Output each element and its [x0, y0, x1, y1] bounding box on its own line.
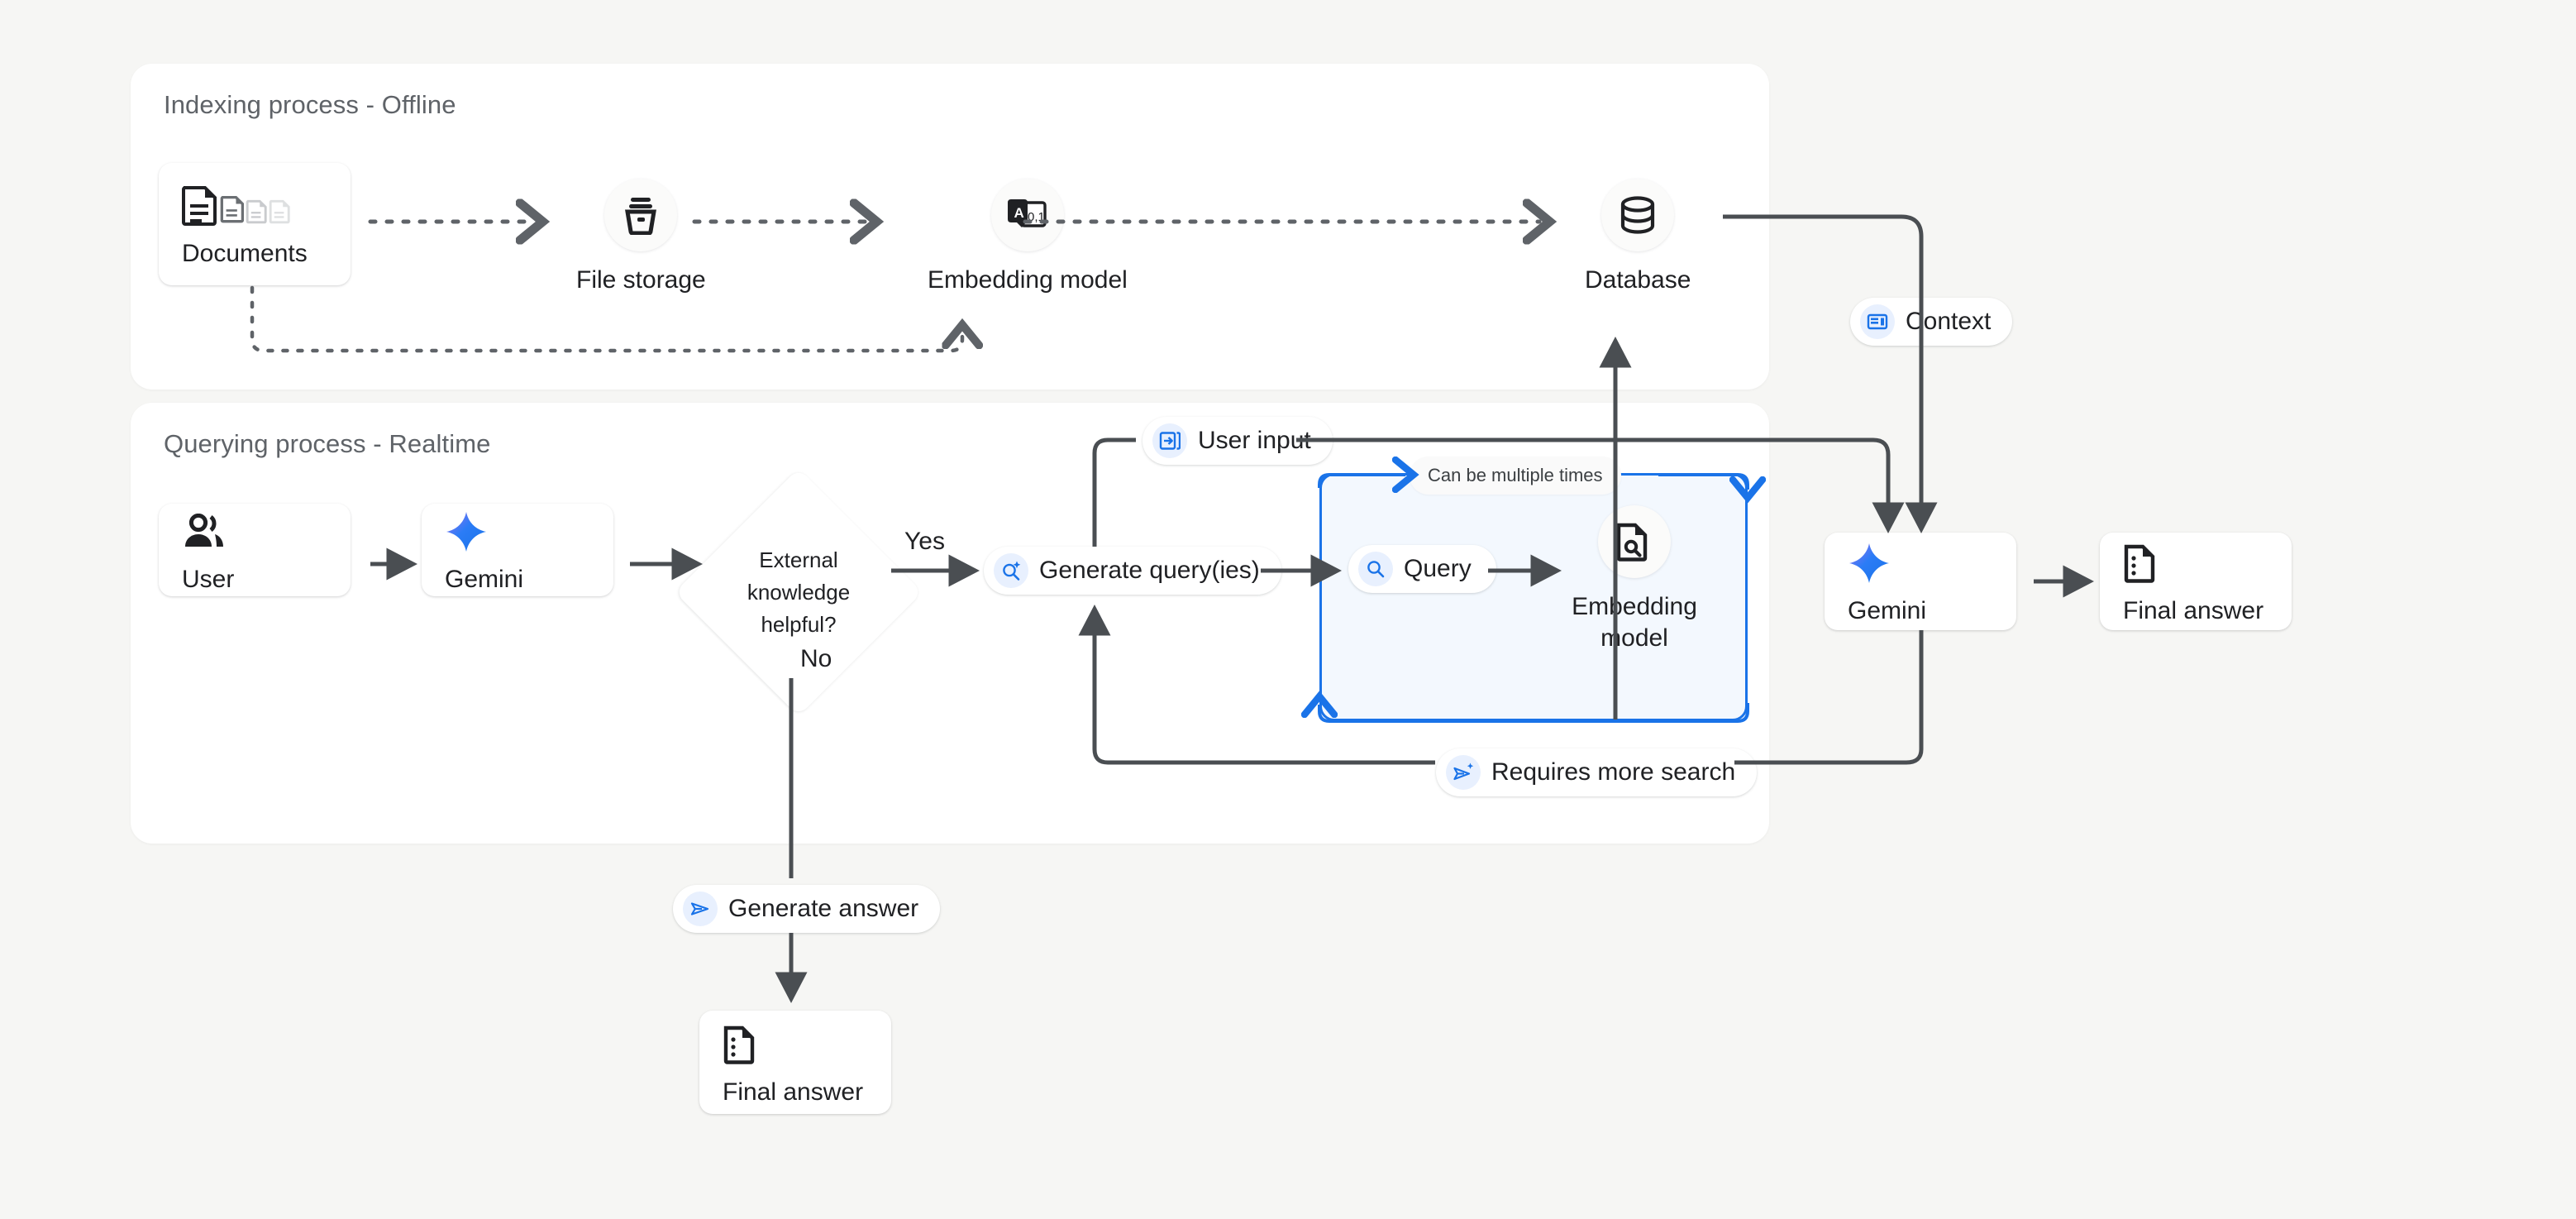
card-user[interactable]: User — [159, 504, 351, 596]
card-documents[interactable]: Documents — [159, 163, 351, 285]
node-embedding-model-indexing-label: Embedding model — [928, 266, 1128, 294]
card-gemini-right[interactable]: Gemini — [1825, 533, 2016, 630]
input-arrow-icon — [1152, 423, 1187, 458]
search-icon — [1358, 552, 1393, 586]
edge-label-yes: Yes — [904, 528, 945, 555]
node-file-storage[interactable]: File storage — [576, 179, 706, 296]
chip-generate-queries-label: Generate query(ies) — [1039, 557, 1260, 584]
card-final-answer-bottom[interactable]: Final answer — [699, 1011, 891, 1114]
final-answer-icon — [723, 1019, 891, 1070]
send-icon — [683, 892, 718, 926]
chip-generate-answer[interactable]: Generate answer — [673, 885, 941, 933]
decision-external-knowledge[interactable]: External knowledge helpful? — [675, 468, 923, 716]
note-loop-multiple-times-label: Can be multiple times — [1428, 465, 1603, 485]
node-embedding-model-query-label: Embedding model — [1572, 593, 1697, 652]
node-database[interactable]: Database — [1585, 179, 1691, 296]
chip-context-label: Context — [1906, 308, 1992, 335]
node-embedding-model-query[interactable]: Embedding model — [1568, 505, 1701, 653]
documents-icon — [182, 180, 351, 232]
card-final-answer-bottom-label: Final answer — [723, 1078, 864, 1106]
user-group-icon — [182, 506, 351, 557]
node-file-storage-label: File storage — [576, 266, 706, 294]
chip-requires-more-search[interactable]: Requires more search — [1436, 748, 1758, 796]
edge-label-no: No — [800, 645, 832, 672]
node-database-label: Database — [1585, 266, 1691, 294]
node-embedding-model-indexing[interactable]: 0,1 A Embedding model — [928, 179, 1128, 296]
note-loop-multiple-times: Can be multiple times — [1410, 457, 1621, 495]
card-gemini-left[interactable]: Gemini — [422, 504, 613, 596]
chip-generate-answer-label: Generate answer — [728, 895, 919, 922]
chip-user-input[interactable]: User input — [1143, 417, 1333, 465]
panel-indexing-title: Indexing process - Offline — [164, 90, 456, 119]
card-documents-label: Documents — [182, 240, 308, 267]
svg-text:A: A — [1014, 205, 1023, 221]
database-icon — [1601, 179, 1675, 251]
card-user-label: User — [182, 566, 235, 593]
card-gemini-left-label: Gemini — [445, 566, 524, 593]
send-sparkle-icon — [1446, 755, 1481, 790]
embedding-model-icon: 0,1 A — [990, 179, 1064, 251]
final-answer-icon — [2123, 538, 2292, 589]
card-final-answer-right[interactable]: Final answer — [2100, 533, 2292, 630]
chip-context[interactable]: Context — [1850, 298, 2013, 346]
chip-user-input-label: User input — [1198, 427, 1311, 454]
gemini-sparkle-icon — [445, 506, 613, 557]
chip-requires-more-search-label: Requires more search — [1491, 758, 1736, 786]
chip-generate-queries[interactable]: Generate query(ies) — [984, 547, 1281, 595]
file-storage-icon — [604, 179, 678, 251]
decision-label: External knowledge helpful? — [747, 547, 851, 637]
document-search-icon — [1598, 505, 1671, 578]
gemini-sparkle-icon — [1848, 538, 2016, 589]
card-gemini-right-label: Gemini — [1848, 597, 1927, 624]
context-panel-icon — [1860, 304, 1895, 339]
search-sparkle-icon — [994, 553, 1028, 588]
svg-text:0,1: 0,1 — [1028, 210, 1045, 224]
card-final-answer-right-label: Final answer — [2123, 597, 2264, 624]
chip-query-label: Query — [1404, 555, 1472, 582]
panel-querying-title: Querying process - Realtime — [164, 429, 491, 458]
chip-query[interactable]: Query — [1348, 545, 1496, 593]
